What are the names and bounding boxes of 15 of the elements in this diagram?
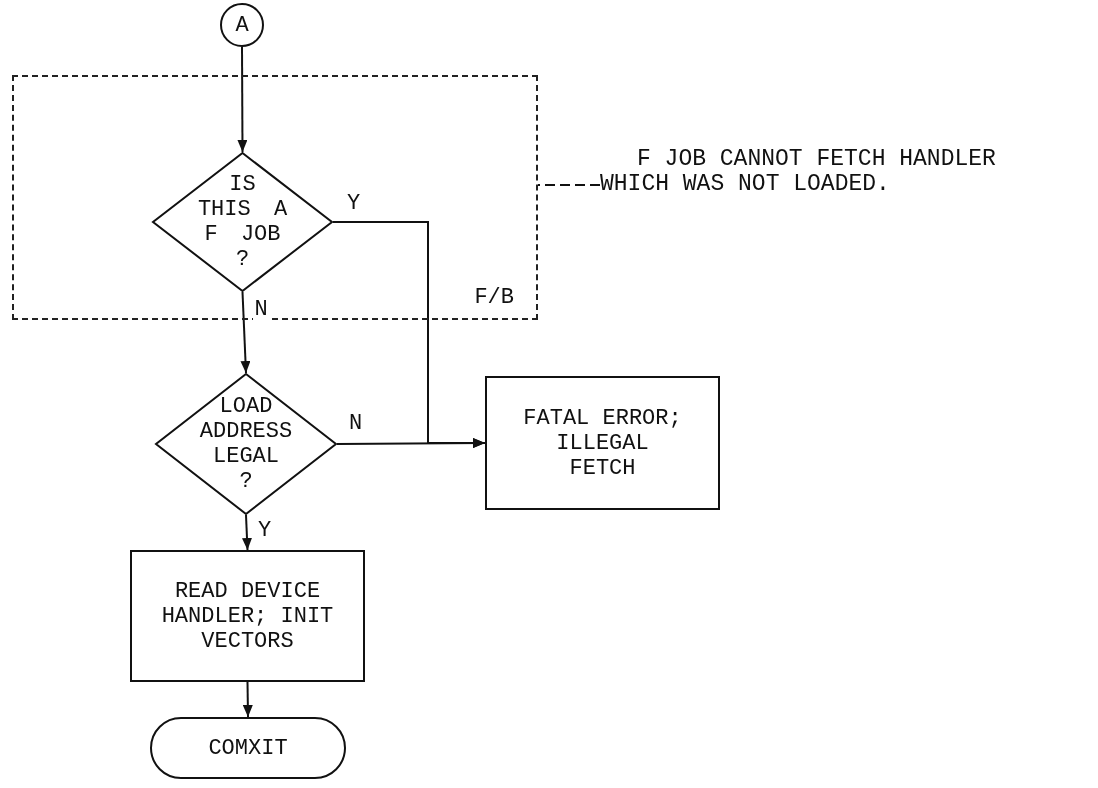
note-text: F JOB CANNOT FETCH HANDLER WHICH WAS NOT LOADED. [600,147,997,197]
arrow [242,514,252,551]
decision-text: IS THIS A F JOB ? [196,172,289,272]
process-box: READ DEVICE HANDLER; INIT VECTORS [130,550,365,682]
arrow [242,681,253,718]
edge-label: N [252,298,270,322]
terminal-box: COMXIT [150,717,346,779]
arrow [336,438,486,449]
arrow [237,46,248,153]
process-box: FATAL ERROR; ILLEGAL FETCH [485,376,720,510]
decision-text: LOAD ADDRESS LEGAL ? [198,394,294,494]
arrow [240,291,251,374]
region-label: F/B [474,285,514,310]
connector-circle: A [220,3,264,47]
dashed-region [12,75,538,320]
